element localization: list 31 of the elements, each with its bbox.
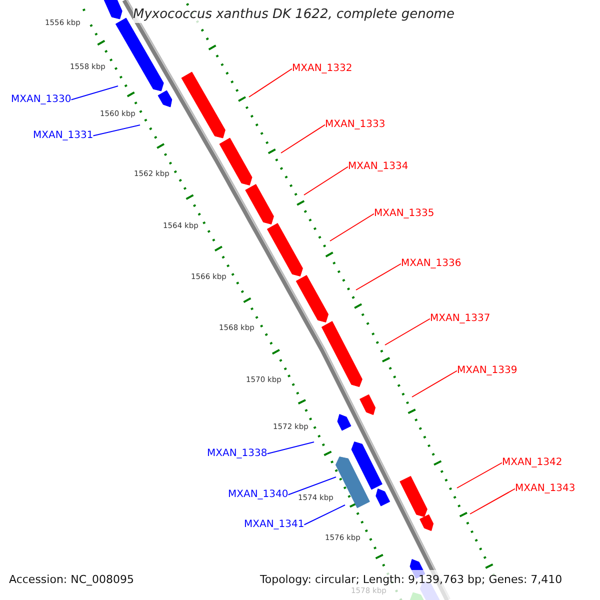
leader-line xyxy=(280,124,326,154)
gene-label: MXAN_1332 xyxy=(292,63,352,74)
gene-label: MXAN_1339 xyxy=(457,365,518,376)
gene-label: MXAN_1333 xyxy=(325,119,386,130)
leader-line xyxy=(92,124,140,136)
accession-text: Accession: NC_008095 xyxy=(9,574,134,587)
gene-label: MXAN_1336 xyxy=(401,258,462,270)
leader-line xyxy=(70,86,118,100)
leader-line xyxy=(456,462,502,488)
gene-label: MXAN_1342 xyxy=(502,457,562,468)
gene-label: MXAN_1341 xyxy=(244,519,304,530)
leader-line xyxy=(288,476,336,496)
gene-label: MXAN_1331 xyxy=(33,130,94,142)
gene-label: MXAN_1337 xyxy=(430,313,490,324)
leader-line xyxy=(330,213,374,242)
gene-label: MXAN_1340 xyxy=(228,489,288,500)
leader-line xyxy=(356,263,402,290)
leader-line xyxy=(266,442,314,454)
gene-label: MXAN_1338 xyxy=(207,448,268,460)
genome-summary: Topology: circular; Length: 9,139,763 bp; Genes: 7,410 xyxy=(260,574,562,587)
leader-line xyxy=(384,318,430,346)
leader-line xyxy=(412,370,458,398)
gene-label: MXAN_1343 xyxy=(515,483,576,494)
leader-line xyxy=(304,504,346,526)
leader-line xyxy=(470,488,516,514)
gene-label: MXAN_1334 xyxy=(348,161,408,172)
leader-line xyxy=(248,68,292,98)
gene-label: MXAN_1335 xyxy=(374,208,434,220)
title: Myxococcus xanthus DK 1622, complete genome xyxy=(133,8,454,23)
gene-label: MXAN_1330 xyxy=(11,94,72,106)
leader-line xyxy=(304,166,348,196)
